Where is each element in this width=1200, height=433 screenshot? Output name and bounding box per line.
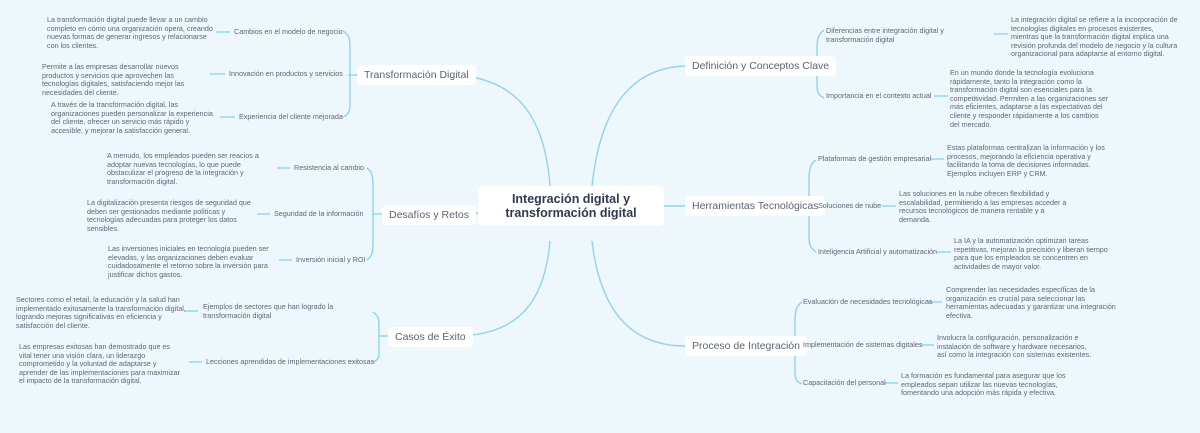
central-topic-label: Integración digital y transformación dig… — [505, 192, 637, 220]
subtopic-ejemplos-sectores[interactable]: Ejemplos de sectores que han logrado la … — [203, 302, 334, 320]
subtopic-implementacion-sistemas[interactable]: Implementación de sistemas digitales — [803, 340, 923, 349]
detail-implementacion-sistemas: Involucra la configuración, personalizac… — [937, 333, 1092, 360]
detail-experiencia-cliente: A través de la transformación digital, l… — [51, 100, 213, 135]
topic-label: Desafíos y Retos — [389, 209, 469, 221]
detail-cambios-modelo-negocio: La transformación digital puede llevar a… — [47, 15, 213, 50]
subtopic-inversion-roi[interactable]: Inversión inicial y ROI — [296, 255, 366, 264]
subtopic-soluciones-nube[interactable]: Soluciones de nube — [818, 201, 882, 210]
detail-innovacion-productos: Permite a las empresas desarrollar nuevo… — [42, 62, 185, 97]
subtopic-importancia[interactable]: Importancia en el contexto actual — [826, 91, 932, 100]
detail-ejemplos-sectores: Sectores como el retail, la educación y … — [16, 295, 186, 330]
topic-label: Casos de Éxito — [395, 331, 466, 343]
detail-inversion-roi: Las inversiones iniciales en tecnología … — [108, 244, 269, 279]
detail-ia-automatizacion: La IA y la automatización optimizan tare… — [954, 236, 1108, 271]
detail-evaluacion-necesidades: Comprender las necesidades específicas d… — [946, 285, 1116, 320]
subtopic-diferencias[interactable]: Diferencias entre integración digital y … — [826, 26, 944, 44]
topic-herramientas-tecnologicas[interactable]: Herramientas Tecnológicas — [685, 196, 826, 216]
subtopic-cambios-modelo-negocio[interactable]: Cambios en el modelo de negocio — [234, 27, 343, 36]
topic-label: Herramientas Tecnológicas — [692, 200, 819, 212]
subtopic-innovacion-productos[interactable]: Innovación en productos y servicios — [229, 69, 343, 78]
subtopic-resistencia-cambio[interactable]: Resistencia al cambio — [294, 163, 364, 172]
subtopic-capacitacion-personal[interactable]: Capacitación del personal — [803, 378, 886, 387]
topic-desafios-retos[interactable]: Desafíos y Retos — [382, 205, 476, 225]
subtopic-ia-automatizacion[interactable]: Inteligencia Artificial y automatización — [818, 247, 938, 256]
subtopic-experiencia-cliente[interactable]: Experiencia del cliente mejorada — [239, 112, 343, 121]
subtopic-plataformas-gestion[interactable]: Plataformas de gestión empresarial — [818, 154, 932, 163]
topic-label: Proceso de Integración — [692, 340, 800, 352]
detail-lecciones-aprendidas: Las empresas exitosas han demostrado que… — [19, 342, 180, 386]
detail-plataformas-gestion: Estas plataformas centralizan la informa… — [947, 143, 1105, 178]
subtopic-seguridad-informacion[interactable]: Seguridad de la información — [274, 209, 364, 218]
detail-seguridad-informacion: La digitalización presenta riesgos de se… — [87, 198, 251, 233]
detail-soluciones-nube: Las soluciones en la nube ofrecen flexib… — [899, 189, 1067, 224]
topic-label: Definición y Conceptos Clave — [692, 60, 830, 72]
central-topic[interactable]: Integración digital y transformación dig… — [478, 186, 664, 226]
topic-definicion-conceptos[interactable]: Definición y Conceptos Clave — [685, 56, 837, 76]
detail-importancia: En un mundo donde la tecnología evolucio… — [950, 68, 1109, 129]
topic-label: Transformación Digital — [364, 69, 469, 81]
subtopic-lecciones-aprendidas[interactable]: Lecciones aprendidas de implementaciones… — [206, 357, 375, 366]
topic-transformacion-digital[interactable]: Transformación Digital — [357, 65, 476, 85]
topic-proceso-integracion[interactable]: Proceso de Integración — [685, 336, 807, 356]
detail-diferencias: La integración digital se refiere a la i… — [1011, 15, 1178, 59]
topic-casos-exito[interactable]: Casos de Éxito — [388, 327, 473, 347]
detail-capacitacion-personal: La formación es fundamental para asegura… — [901, 371, 1066, 398]
detail-resistencia-cambio: A menudo, los empleados pueden ser reaci… — [107, 151, 259, 186]
subtopic-evaluacion-necesidades[interactable]: Evaluación de necesidades tecnológicas — [803, 297, 933, 306]
